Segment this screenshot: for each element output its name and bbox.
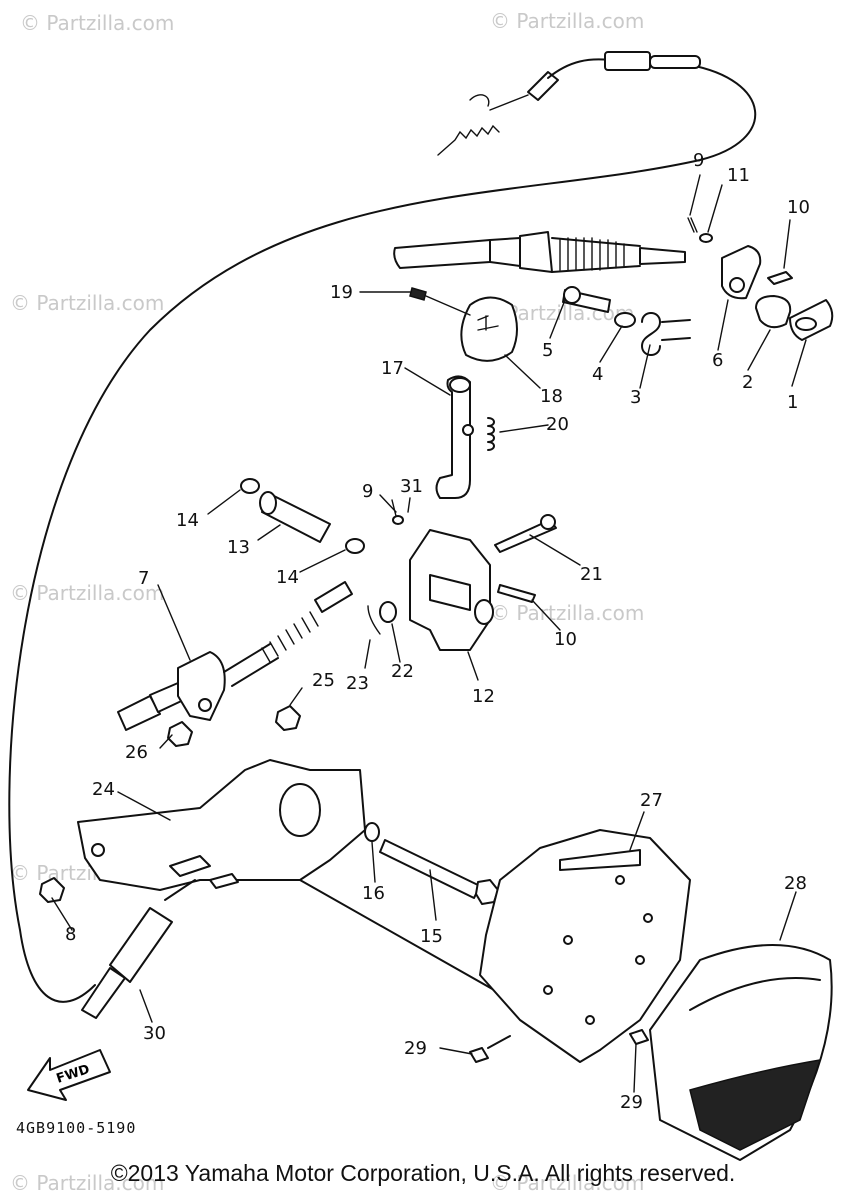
watermark-text: © Partzilla.com <box>20 11 174 35</box>
callout-10-lower: 10 <box>554 629 577 650</box>
callout-numbers: 9 11 10 19 5 4 6 2 1 3 18 17 20 9 31 14 … <box>65 150 810 1113</box>
upper-shift-cable <box>393 231 686 273</box>
callout-17: 17 <box>381 358 404 379</box>
callout-11: 11 <box>727 165 750 186</box>
pivot-bracket <box>367 499 557 651</box>
cover-screws <box>469 1029 649 1063</box>
callout-20: 20 <box>546 414 569 435</box>
callout-19: 19 <box>330 282 353 303</box>
case-cover <box>479 829 691 1063</box>
shift-cable-loop <box>8 64 757 1003</box>
watermark-text: © Partzilla.com <box>490 9 644 33</box>
callout-7: 7 <box>138 568 149 589</box>
lower-shift-cable <box>117 581 353 731</box>
callout-9-lower: 9 <box>362 481 373 502</box>
callout-27: 27 <box>640 790 663 811</box>
forward-arrow-icon: FWD <box>27 1049 111 1101</box>
callout-18: 18 <box>540 386 563 407</box>
watermark-text: © Partzilla.com <box>10 581 164 605</box>
callout-5: 5 <box>542 340 553 361</box>
callout-30: 30 <box>143 1023 166 1044</box>
outer-cover <box>649 944 833 1161</box>
watermark-text: © Partzilla.com <box>490 1171 644 1195</box>
shift-lever-parts <box>562 217 834 356</box>
callout-26: 26 <box>125 742 148 763</box>
callout-8: 8 <box>65 924 76 945</box>
callout-31: 31 <box>400 476 423 497</box>
pivot-pin <box>240 478 365 554</box>
callout-25: 25 <box>312 670 335 691</box>
watermark-text: © Partzilla.com <box>10 291 164 315</box>
long-bolt <box>379 839 499 905</box>
callout-9-upper: 9 <box>693 150 704 171</box>
callout-21: 21 <box>580 564 603 585</box>
gear-select-rod <box>81 879 196 1019</box>
copyright-notice: ©2013 Yamaha Motor Corporation, U.S.A. A… <box>110 1160 736 1186</box>
callout-28: 28 <box>784 873 807 894</box>
callout-6: 6 <box>712 350 723 371</box>
callout-29-left: 29 <box>404 1038 427 1059</box>
upper-cable-end <box>437 51 701 156</box>
shift-rod <box>435 375 495 499</box>
callout-13: 13 <box>227 537 250 558</box>
callout-3: 3 <box>630 387 641 408</box>
watermark-text: © Partzilla.com <box>490 601 644 625</box>
callout-29-right: 29 <box>620 1092 643 1113</box>
callout-23: 23 <box>346 673 369 694</box>
callout-14-upper: 14 <box>176 510 199 531</box>
callout-4: 4 <box>592 364 603 385</box>
callout-16: 16 <box>362 883 385 904</box>
callout-12: 12 <box>472 686 495 707</box>
watermark-text: © Partzilla.com <box>10 1171 164 1195</box>
callout-14-lower: 14 <box>276 567 299 588</box>
callout-10-upper: 10 <box>787 197 810 218</box>
callout-1: 1 <box>787 392 798 413</box>
callout-22: 22 <box>391 661 414 682</box>
shift-knob <box>409 287 518 362</box>
callout-15: 15 <box>420 926 443 947</box>
diagram-code: 4GB9100-5190 <box>16 1119 137 1137</box>
callout-2: 2 <box>742 372 753 393</box>
callout-24: 24 <box>92 779 115 800</box>
leader-lines <box>51 174 807 1093</box>
